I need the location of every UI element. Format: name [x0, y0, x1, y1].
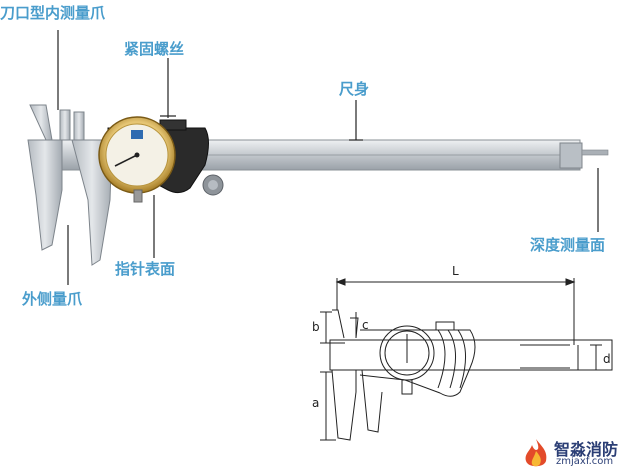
watermark-name: 智淼消防: [554, 440, 619, 459]
watermark: 智淼消防 zmjaxf.com: [520, 436, 638, 472]
dial-face-label: 指针表面: [115, 260, 176, 278]
dimension-a: a: [312, 396, 320, 410]
technical-drawing: [320, 278, 613, 441]
inside-jaws-label: 刀口型内测量爪: [0, 4, 106, 22]
flame-logo-icon: [525, 439, 547, 467]
dimension-L: L: [452, 264, 459, 278]
callout-lines: [57, 30, 599, 285]
dimension-b: b: [312, 320, 320, 334]
locking-screw-label: 紧固螺丝: [124, 40, 185, 58]
watermark-url: zmjaxf.com: [556, 456, 614, 467]
main-beam-label: 尺身: [339, 80, 370, 98]
outside-jaws-label: 外侧量爪: [22, 290, 83, 308]
dimension-d: d: [603, 352, 611, 366]
dial: [98, 116, 176, 203]
dimension-c: c: [362, 318, 369, 332]
fixed-jaw: [27, 104, 71, 251]
depth-face-label: 深度测量面: [530, 236, 606, 254]
